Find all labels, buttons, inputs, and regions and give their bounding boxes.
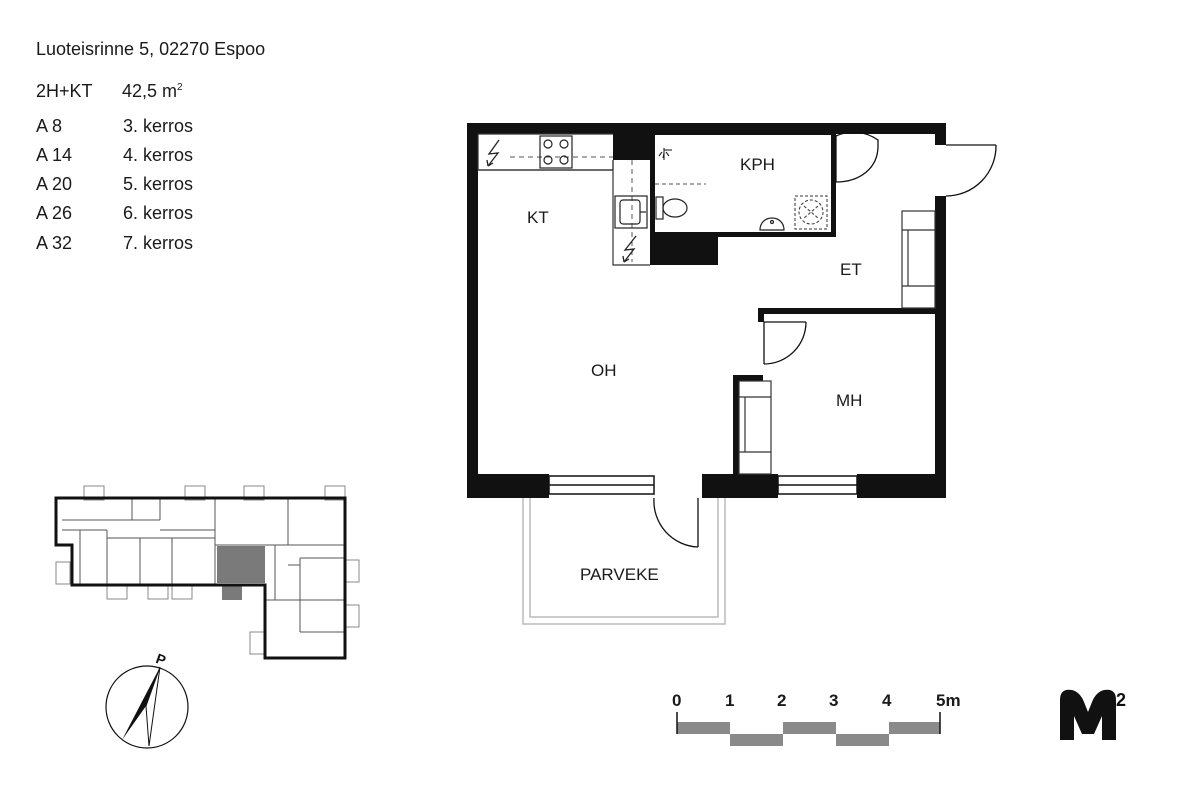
logo-superscript: 2	[1116, 690, 1126, 710]
scale-tick: 5m	[936, 691, 961, 710]
apartment-area: 42,5 m2	[122, 82, 183, 100]
scale-bar: 0 1 2 3 4 5m	[672, 691, 961, 746]
scale-tick: 1	[725, 691, 734, 710]
unit-floor: 6. kerros	[123, 203, 194, 223]
building-key-plan	[54, 485, 360, 660]
outer-walls	[467, 123, 946, 498]
toilet-icon	[655, 196, 688, 220]
unit-id: A 26	[36, 203, 73, 223]
scale-tick: 3	[829, 691, 838, 710]
address: Luoteisrinne 5, 02270 Espoo	[36, 39, 266, 59]
wardrobe	[901, 210, 936, 309]
scale-tick: 4	[882, 691, 892, 710]
area-value: 42,5 m	[122, 81, 178, 101]
floor-drain-icon	[794, 195, 828, 230]
doors	[653, 131, 997, 548]
compass-north-label: P	[154, 650, 168, 668]
room-label-mh: MH	[836, 391, 862, 410]
unit-id: A 8	[36, 116, 63, 136]
kitchen-counter	[477, 133, 650, 266]
unit-id: A 14	[36, 145, 73, 165]
apartment-type: 2H+KT	[36, 81, 93, 101]
scale-tick: 2	[777, 691, 786, 710]
interior-walls	[613, 130, 938, 478]
electric-icon	[622, 235, 637, 263]
wardrobe	[738, 380, 772, 475]
unit-floor: 5. kerros	[123, 174, 194, 194]
room-label-et: ET	[840, 260, 862, 279]
room-label-kt: KT	[527, 208, 549, 227]
shower-icon	[658, 148, 672, 160]
kitchen-dashed-line	[510, 156, 633, 262]
balcony	[522, 498, 726, 625]
unit-id: A 32	[36, 233, 73, 253]
unit-floor: 7. kerros	[123, 233, 194, 253]
electric-icon	[486, 139, 500, 167]
kitchen-sink-icon	[614, 195, 648, 229]
stove-icon	[539, 135, 573, 169]
unit-floor: 4. kerros	[123, 145, 194, 165]
washbasin-icon	[759, 217, 785, 231]
windows	[548, 475, 858, 495]
room-label-kph: KPH	[740, 155, 775, 174]
floor-plan: KT KPH ET OH MH PARVEKE	[467, 123, 997, 625]
scale-tick: 0	[672, 691, 681, 710]
unit-floor: 3. kerros	[123, 116, 194, 136]
unit-id: A 20	[36, 174, 73, 194]
area-unit-sup: 2	[177, 82, 183, 93]
apartment-highlight	[217, 546, 265, 583]
room-label-oh: OH	[591, 361, 617, 380]
compass-icon: P	[105, 650, 189, 749]
room-label-parveke: PARVEKE	[580, 565, 659, 584]
m2-logo: 2	[1060, 689, 1126, 740]
